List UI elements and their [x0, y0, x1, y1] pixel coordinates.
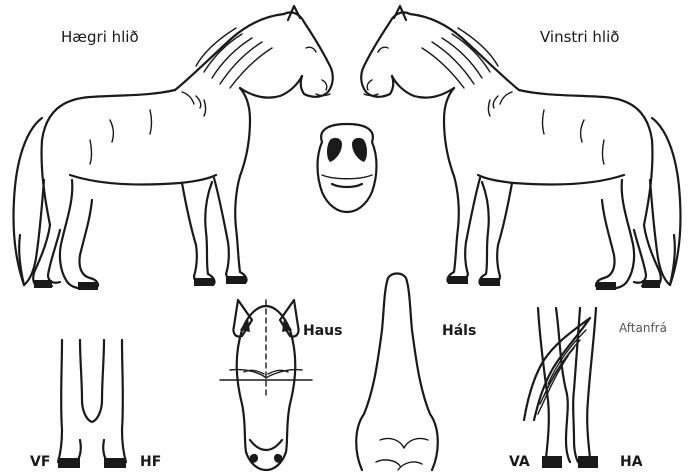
- label-left-side: Vinstri hlið: [540, 30, 619, 45]
- label-front-left: VF: [30, 455, 50, 469]
- legs-front-view: [58, 340, 126, 468]
- label-front-right: VA: [509, 455, 530, 469]
- label-from-behind: Aftanfrá: [619, 322, 667, 334]
- label-hind-right: HA: [620, 455, 643, 469]
- horse-right-side-view: [13, 6, 332, 290]
- horse-left-side-view: [361, 6, 680, 290]
- label-neck: Háls: [442, 324, 476, 338]
- muzzle-front-view: [318, 124, 377, 212]
- legs-rear-view: [524, 308, 598, 468]
- label-right-side: Hægri hlið: [61, 30, 139, 45]
- label-head: Haus: [303, 324, 342, 338]
- neck-top-view: [356, 274, 438, 471]
- label-hind-left: HF: [140, 455, 161, 469]
- head-front-view: [220, 300, 312, 470]
